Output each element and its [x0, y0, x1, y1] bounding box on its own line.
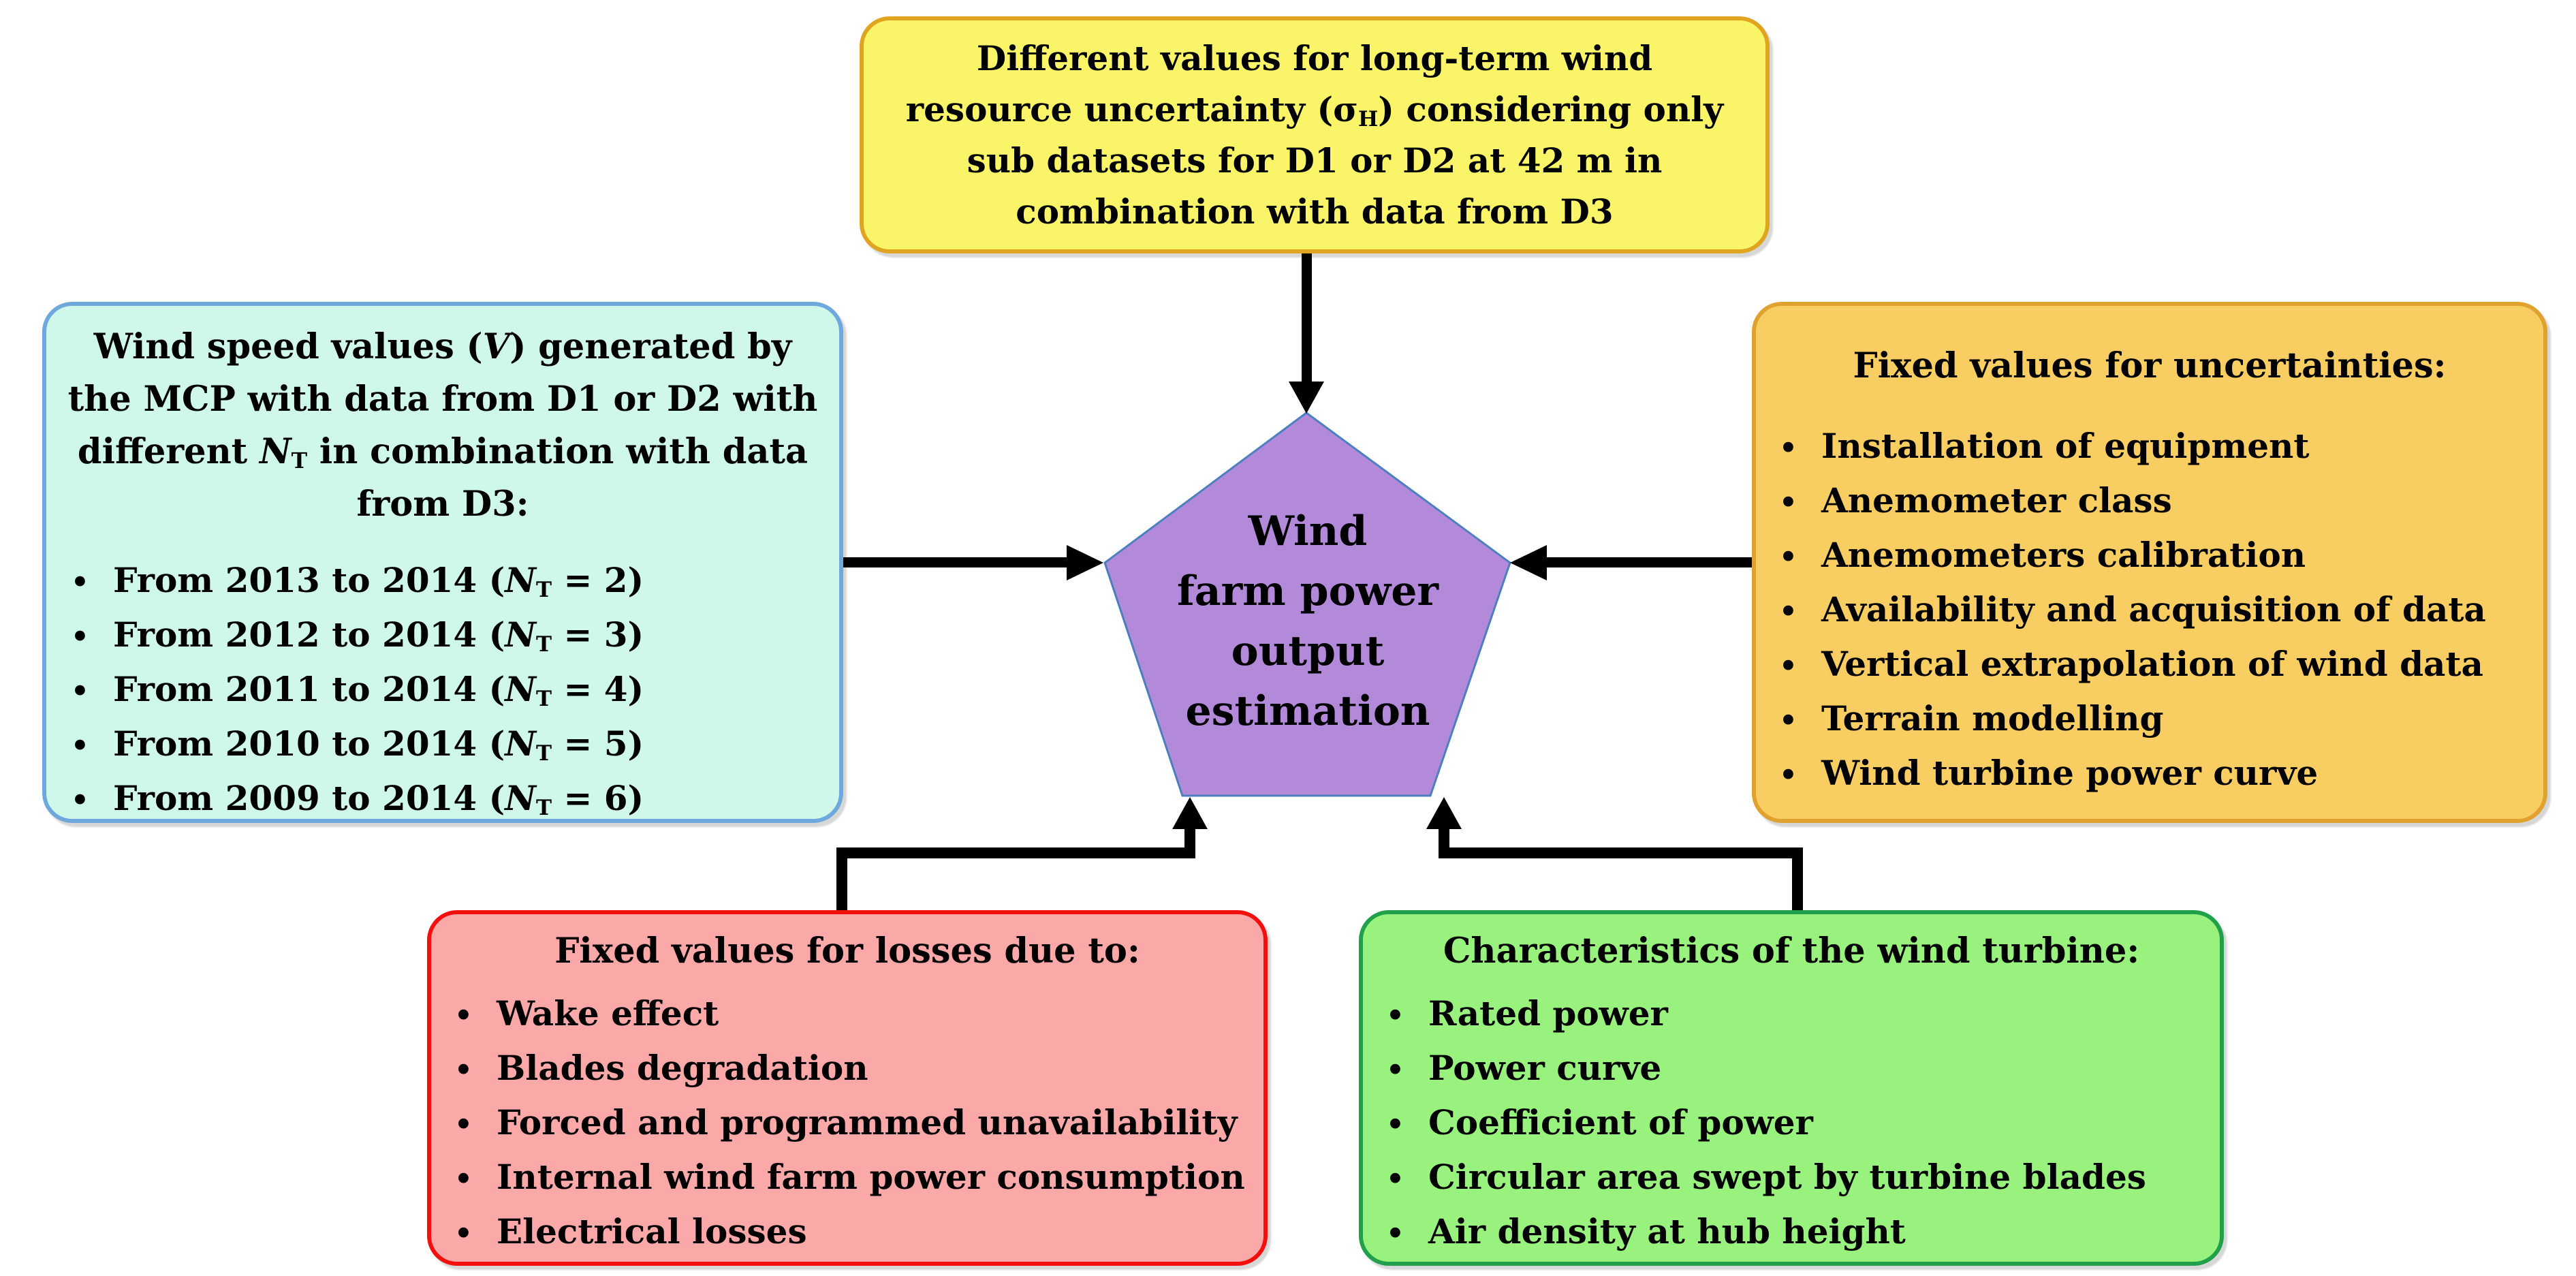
arrow-right-shaft — [1545, 557, 1752, 567]
list-item: • Wake effect — [447, 987, 1247, 1042]
list-item: • Electrical losses — [447, 1205, 1247, 1260]
bullet-icon: • — [1386, 1053, 1404, 1087]
box-title: Fixed values for losses due to: — [554, 931, 1140, 971]
bullet-list: • Wake effect • Blades degradation • Forced… — [447, 987, 1247, 1260]
bullet-icon: • — [454, 1108, 473, 1141]
list-item-label: Circular area swept by turbine blades — [1428, 1157, 2146, 1197]
list-item-label: Availability and acquisition of data — [1821, 589, 2486, 629]
list-item-label: Electrical losses — [497, 1211, 807, 1251]
bullet-icon: • — [1779, 540, 1797, 574]
list-item-label: Anemometer class — [1821, 480, 2172, 520]
list-item-label: Air density at hub height — [1428, 1211, 1906, 1251]
sigma-subscript: H — [1358, 106, 1379, 131]
list-item-label: Wind turbine power curve — [1821, 753, 2319, 793]
bottom-right-note-box: Characteristics of the wind turbine: • Ra… — [1359, 910, 2224, 1266]
box-title: Different values for long-term wind reso… — [905, 38, 1724, 232]
left-note-box: Wind speed values (V) generated by the M… — [42, 302, 843, 823]
list-item: • From 2012 to 2014 (NT = 3) — [64, 608, 821, 663]
bullet-list: • From 2013 to 2014 (NT = 2) • From 2012 t… — [64, 554, 821, 826]
arrow-bottom-left-head-icon — [1172, 797, 1208, 829]
arrow-bottom-right-stub — [1792, 847, 1803, 910]
bullet-icon: • — [1779, 595, 1797, 628]
arrow-bottom-right-head-icon — [1426, 797, 1462, 829]
list-item: • From 2009 to 2014 (NT = 6) — [64, 772, 821, 826]
list-item-label: From 2010 to 2014 (NT = 5) — [113, 723, 644, 766]
arrow-bottom-right-shaft — [1439, 827, 1449, 850]
list-item: • Internal wind farm power consumption — [447, 1151, 1247, 1205]
list-item: • Rated power — [1379, 987, 2203, 1042]
box-title: Wind speed values (V) generated by the M… — [67, 326, 818, 525]
list-item-label: Blades degradation — [497, 1048, 868, 1088]
bullet-icon: • — [1386, 1108, 1404, 1141]
bullet-icon: • — [1386, 1217, 1404, 1250]
list-item: • Coefficient of power — [1379, 1096, 2203, 1151]
list-item: • Anemometers calibration — [1772, 529, 2527, 583]
list-item: • From 2010 to 2014 (NT = 5) — [64, 717, 821, 772]
list-item-label: Anemometers calibration — [1821, 535, 2306, 575]
bullet-icon: • — [71, 565, 89, 599]
list-item: • Air density at hub height — [1379, 1205, 2203, 1260]
arrow-bottom-left-shaft — [1184, 827, 1195, 850]
list-item-label: From 2009 to 2014 (NT = 6) — [113, 778, 644, 820]
list-item-label: Rated power — [1428, 993, 1668, 1033]
bullet-list: • Installation of equipment • Anemometer c… — [1772, 420, 2527, 801]
list-item: • Availability and acquisition of data — [1772, 583, 2527, 638]
list-item-label: Coefficient of power — [1428, 1102, 1813, 1142]
list-item-label: From 2011 to 2014 (NT = 4) — [113, 669, 644, 711]
list-item-label: Wake effect — [497, 993, 719, 1033]
list-item: • Power curve — [1379, 1042, 2203, 1096]
list-item-label: Installation of equipment — [1821, 426, 2310, 466]
list-item-label: Terrain modelling — [1821, 698, 2164, 738]
bullet-icon: • — [1779, 758, 1797, 792]
bullet-icon: • — [71, 783, 89, 817]
bullet-icon: • — [71, 620, 89, 653]
list-item: • Vertical extrapolation of wind data — [1772, 638, 2527, 692]
list-item: • From 2013 to 2014 (NT = 2) — [64, 554, 821, 608]
bullet-list: • Rated power • Power curve • Coefficient o… — [1379, 987, 2203, 1260]
list-item: • Installation of equipment — [1772, 420, 2527, 474]
bullet-icon: • — [1779, 431, 1797, 465]
pentagon-shape — [1103, 411, 1511, 797]
list-item: • Blades degradation — [447, 1042, 1247, 1096]
arrow-top-head-icon — [1289, 382, 1324, 414]
box-title: Characteristics of the wind turbine: — [1443, 931, 2140, 971]
bullet-icon: • — [1779, 704, 1797, 737]
list-item-label: Vertical extrapolation of wind data — [1821, 644, 2483, 684]
bullet-icon: • — [454, 1162, 473, 1196]
bullet-icon: • — [1386, 1162, 1404, 1196]
bottom-left-note-box: Fixed values for losses due to: • Wake ef… — [427, 910, 1268, 1266]
bullet-icon: • — [454, 999, 473, 1032]
arrow-bottom-left-hbar — [836, 847, 1195, 858]
top-note-box: Different values for long-term wind reso… — [860, 16, 1770, 253]
list-item-label: From 2013 to 2014 (NT = 2) — [113, 560, 644, 602]
list-item: • Terrain modelling — [1772, 692, 2527, 747]
bullet-icon: • — [1386, 999, 1404, 1032]
arrow-left-head-icon — [1067, 545, 1103, 580]
bullet-icon: • — [1779, 649, 1797, 683]
bullet-icon: • — [71, 729, 89, 762]
list-item-label: From 2012 to 2014 (NT = 3) — [113, 614, 644, 657]
bullet-icon: • — [454, 1217, 473, 1250]
arrow-bottom-right-hbar — [1439, 847, 1803, 858]
list-item: • Forced and programmed unavailability — [447, 1096, 1247, 1151]
list-item: • Anemometer class — [1772, 474, 2527, 529]
bullet-icon: • — [1779, 486, 1797, 519]
arrow-top-shaft — [1302, 253, 1312, 386]
right-note-box: Fixed values for uncertainties: • Install… — [1752, 302, 2547, 823]
pentagon-label: Wind farm power output estimation — [1176, 508, 1439, 735]
list-item: • Wind turbine power curve — [1772, 747, 2527, 801]
pentagon-polygon — [1103, 411, 1511, 797]
arrow-right-head-icon — [1510, 545, 1547, 580]
list-item: • Circular area swept by turbine blades — [1379, 1151, 2203, 1205]
box-title: Fixed values for uncertainties: — [1853, 345, 2447, 386]
list-item-label: Forced and programmed unavailability — [497, 1102, 1238, 1142]
list-item-label: Internal wind farm power consumption — [497, 1157, 1245, 1197]
list-item: • From 2011 to 2014 (NT = 4) — [64, 663, 821, 717]
list-item-label: Power curve — [1428, 1048, 1662, 1088]
arrow-left-shaft — [843, 557, 1071, 567]
bullet-icon: • — [454, 1053, 473, 1087]
arrow-bottom-left-stub — [836, 847, 847, 910]
bullet-icon: • — [71, 674, 89, 708]
